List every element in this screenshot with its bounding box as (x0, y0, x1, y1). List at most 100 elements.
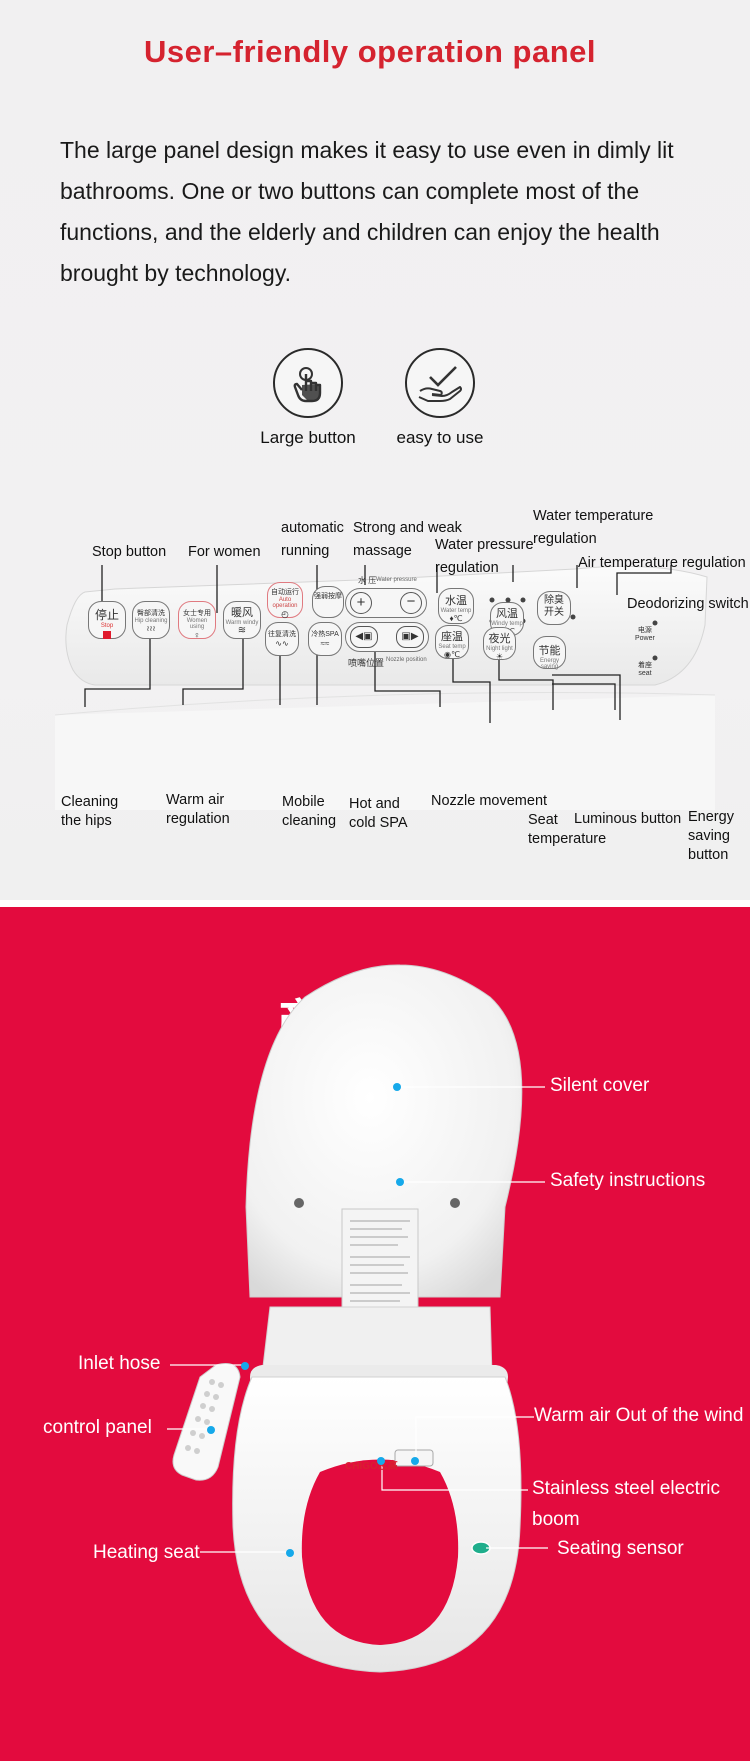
pressure-label-en: Water pressure (376, 577, 417, 583)
water-temp-button[interactable]: 水温 Water temp ♦℃ (438, 588, 474, 624)
spa-button[interactable]: 冷热SPA ≈≈ (308, 622, 342, 656)
water-pressure-control: 水 压 Water pressure + − (345, 576, 427, 618)
mobile-cleaning-button[interactable]: 往复清洗 ∿∿ (265, 622, 299, 656)
marker-inlet (241, 1362, 249, 1370)
pressure-minus-button[interactable]: − (400, 592, 422, 614)
label-line: Cleaning (61, 794, 119, 810)
marker-silent-cover (393, 1083, 401, 1091)
label-heating-seat: Heating seat (93, 1542, 200, 1563)
auto-button-cn: 自动运行 (271, 589, 299, 596)
label-stainless-boom: Stainless steel electric boom (532, 1478, 720, 1531)
label-hot-cold-spa: Hot and cold SPA (349, 795, 408, 833)
stop-button-cn: 停止 (94, 608, 119, 622)
label-nozzle-movement: Nozzle movement (431, 793, 548, 809)
label-silent-cover: Silent cover (550, 1075, 650, 1096)
deodorize-button-cn: 除臭开关 (544, 595, 564, 618)
label-massage: Strong and weak massage (353, 519, 462, 561)
label-for-women: For women (188, 544, 261, 560)
label-safety-instructions: Safety instructions (550, 1170, 706, 1191)
label-line: temperature (528, 831, 607, 847)
water-button-en: Water temp (440, 608, 472, 614)
label-stop-button: Stop button (92, 544, 167, 560)
label-cleaning-hips: Cleaning the hips (61, 793, 118, 831)
nozzle-back-button[interactable]: ◀▣ (350, 626, 378, 648)
power-cn: 电源 (637, 627, 652, 634)
label-line: automatic (281, 520, 344, 536)
power-en: Power (635, 635, 655, 642)
remote-panel-diagram: 停止 Stop 臀部清洗 Hip cleaning ≀≀≀ 女士专用 Women… (55, 565, 715, 810)
energy-saving-button[interactable]: 节能 Energy saving (533, 636, 566, 670)
seat-temp-button[interactable]: 座温 Seat temp ◉℃ (435, 625, 469, 659)
power-led-label: 电源 Power (635, 627, 655, 643)
marker-boom (377, 1457, 385, 1465)
air-wave-icon: ≋ (237, 625, 247, 636)
label-line: Energy (688, 809, 734, 825)
marker-control-panel (207, 1426, 215, 1434)
label-line: Strong and weak (353, 520, 462, 536)
label-deodorizing: Deodorizing switch (627, 596, 749, 612)
label-line: running (281, 543, 330, 559)
label-line: boom (532, 1509, 580, 1530)
pressure-plus-button[interactable]: + (350, 592, 372, 614)
label-line: regulation (166, 811, 230, 827)
seat-led-label: 着座 seat (638, 662, 652, 678)
wave-icon: ∿∿ (275, 639, 289, 648)
massage-button-cn: 强弱按摩 (314, 593, 342, 600)
spa-wave-icon: ≈≈ (320, 639, 330, 648)
warm-button-en: Warm windy (225, 620, 259, 626)
wind-button-cn: 风温 (496, 608, 518, 620)
label-energy-saving: Energy saving button (688, 808, 734, 865)
label-line: regulation (435, 560, 499, 576)
label-warm-air: Warm air regulation (166, 791, 230, 829)
label-line: cold SPA (349, 815, 408, 831)
operation-panel-section: User–friendly operation panel The large … (0, 0, 750, 900)
label-line: regulation (533, 531, 597, 547)
label-line: the hips (61, 813, 112, 829)
feature-easy-to-use: easy to use (370, 348, 510, 448)
auto-operation-button[interactable]: 自动运行 Auto operation ◴ (267, 582, 303, 619)
seat-led-cn: 着座 (638, 662, 652, 669)
label-seating-sensor: Seating sensor (557, 1538, 684, 1559)
hip-button-en: Hip cleaning (134, 618, 168, 624)
clock-icon: ◴ (281, 609, 289, 619)
label-line: Water pressure (435, 537, 534, 553)
women-button-cn: 女士专用 (183, 610, 211, 617)
label-line: Seat (528, 812, 558, 828)
brand-logo: CHIGO志高 (345, 1461, 398, 1472)
stop-square-icon (103, 631, 111, 639)
water-button-cn: 水温 (445, 595, 467, 607)
label-line: cleaning (282, 813, 337, 829)
label-luminous: Luminous button (574, 811, 682, 827)
feature-label: Large button (260, 428, 356, 447)
intro-paragraph: The large panel design makes it easy to … (60, 137, 674, 286)
pointing-hand-icon (273, 348, 343, 418)
energy-button-en: Energy saving (539, 658, 559, 670)
marker-safety (396, 1178, 404, 1186)
night-light-button[interactable]: 夜光 Night light ☀ (483, 627, 516, 661)
water-drop-icon: ♦℃ (449, 614, 463, 623)
label-air-temperature: Air temperature regulation (578, 555, 746, 571)
hip-cleaning-button[interactable]: 臀部清洗 Hip cleaning ≀≀≀ (132, 601, 170, 639)
women-button[interactable]: 女士专用 Women using ♀ (178, 601, 216, 640)
wind-temp-button[interactable]: 风温 Windy temp ✣℃ (490, 602, 524, 636)
deodorize-button[interactable]: 除臭开关 (537, 591, 571, 625)
label-line: Hot and (349, 796, 400, 812)
label-line: Warm air (166, 792, 225, 808)
label-mobile-cleaning: Mobile cleaning (282, 793, 336, 831)
label-line: Stainless steel electric (532, 1478, 720, 1499)
stop-button-en: Stop (100, 623, 114, 629)
lady-icon: ♀ (193, 630, 201, 640)
label-water-pressure: Water pressure regulation (435, 536, 534, 578)
massage-button[interactable]: 强弱按摩 (312, 586, 344, 618)
stop-button[interactable]: 停止 Stop (88, 601, 126, 639)
nozzle-forward-button[interactable]: ▣▶ (396, 626, 424, 648)
feature-label: easy to use (396, 428, 484, 447)
warm-air-button[interactable]: 暖风 Warm windy ≋ (223, 601, 261, 639)
mobile-button-cn: 往复清洗 (268, 631, 296, 638)
bulb-icon: ☀ (495, 652, 504, 661)
label-water-temperature: Water temperature regulation (533, 507, 653, 549)
women-button-en: Women using (186, 618, 208, 630)
seat-button-en: Seat temp (438, 644, 466, 650)
toilet-seat-illustration (167, 964, 548, 1673)
